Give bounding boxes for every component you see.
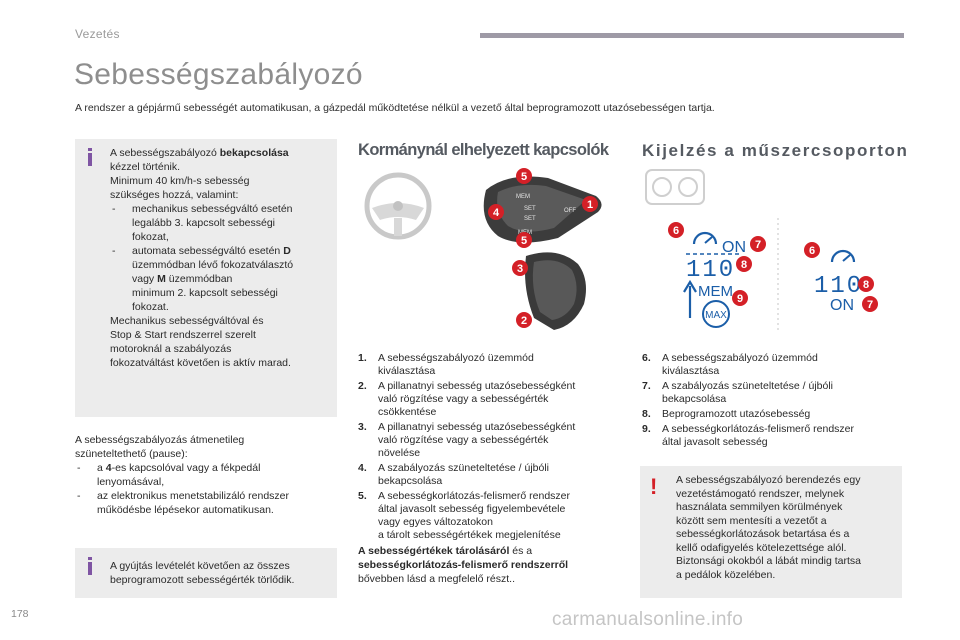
svg-text:2: 2 — [521, 315, 527, 327]
instrument-display-illustration: ON 110 MEM MAX 110 ON 6 7 8 9 6 8 7 — [645, 169, 878, 330]
memory-text: A gyújtás levételét követően az összes b… — [110, 560, 295, 586]
svg-text:7: 7 — [867, 299, 873, 311]
steering-list-item: 5. A sebességkorlátozás-felismerő rendsz… — [358, 490, 571, 541]
activation-bold: bekapcsolása — [219, 147, 289, 159]
marker-7-right: 7 — [862, 296, 878, 312]
svg-text:3: 3 — [517, 263, 523, 275]
max-indicator: MAX — [702, 300, 730, 328]
marker-7-left: 7 — [750, 236, 766, 252]
page-number: 178 — [11, 608, 29, 620]
info-icon — [88, 153, 92, 166]
svg-text:4: 4 — [493, 207, 500, 219]
intro-text: A rendszer a gépjármű sebességét automat… — [75, 102, 715, 114]
info-icon — [88, 562, 92, 575]
marker-8-right: 8 — [858, 276, 874, 292]
activation-conditions: - mechanikus sebességváltó esetén legalá… — [110, 202, 332, 314]
activation-line: Stop & Start rendszerrel szerelt — [110, 329, 256, 341]
marker-6-right: 6 — [804, 242, 820, 258]
cruise-control-stalk: MEM SET SET MEM OFF — [483, 176, 602, 243]
speed-readout: 110 — [814, 273, 863, 300]
display-list-item: 7. A szabályozás szüneteltetése / újbóli… — [642, 380, 834, 405]
pause-item: - az elektronikus menetstabilizáló rends… — [77, 490, 290, 516]
marker-8-left: 8 — [736, 256, 752, 272]
header-rule — [480, 33, 904, 38]
cruise-control-stalk-side — [525, 252, 586, 330]
activation-line: motoroknál a szabályozás — [110, 343, 232, 355]
activation-line: fokozatváltást követően is aktív marad. — [110, 357, 291, 369]
watermark: carmanualsonline.info — [552, 609, 744, 630]
svg-text:5: 5 — [521, 171, 527, 183]
info-icon-dot — [88, 148, 92, 151]
cruise-gauge-icon — [830, 249, 856, 263]
svg-text:5: 5 — [521, 235, 527, 247]
steering-wheel-icon — [364, 172, 432, 240]
instrument-cluster-icon — [645, 169, 705, 205]
activation-info-box — [75, 139, 337, 417]
marker-4: 4 — [488, 204, 504, 220]
steering-footer: A sebességértékek tárolásáról és a sebes… — [358, 545, 569, 585]
info-icon-dot — [88, 557, 92, 560]
warning-box — [640, 466, 902, 598]
svg-text:9: 9 — [737, 293, 743, 305]
steering-list-item: 2. A pillanatnyi sebesség utazósebességk… — [358, 380, 576, 418]
display-heading: Kijelzés a műszercsoporton — [642, 141, 909, 160]
memory-info-box — [75, 548, 337, 598]
cruise-gauge-icon — [692, 231, 718, 245]
warning-text: A sebességszabályozó berendezés egy veze… — [676, 474, 862, 581]
stalk-label: MEM — [516, 194, 530, 200]
stalk-label: SET — [524, 216, 536, 222]
activation-line: kézzel történik. — [110, 161, 181, 173]
svg-text:7: 7 — [755, 239, 761, 251]
activation-line: Mechanikus sebességváltóval és — [110, 315, 264, 327]
activation-line: Minimum 40 km/h-s sebesség — [110, 175, 250, 187]
marker-5-top: 5 — [516, 168, 532, 184]
condition-item: - mechanikus sebességváltó esetén legalá… — [112, 203, 293, 243]
pause-item: - a 4-es kapcsolóval vagy a fékpedál len… — [77, 462, 261, 488]
mem-indicator: MEM — [698, 283, 733, 300]
svg-text:8: 8 — [741, 259, 747, 271]
display-list-item: 9. A sebességkorlátozás-felismerő rendsz… — [642, 423, 855, 448]
svg-text:1: 1 — [587, 199, 593, 211]
section-label: Vezetés — [75, 27, 120, 41]
speed-readout: 110 — [686, 257, 735, 284]
condition-item: - automata sebességváltó esetén D üzemmó… — [112, 245, 294, 313]
on-indicator: ON — [830, 297, 854, 314]
pause-text: A sebességszabályozás átmenetileg szünet… — [75, 433, 337, 517]
steering-list-item: 3. A pillanatnyi sebesség utazósebességk… — [358, 421, 576, 459]
on-indicator: ON — [722, 239, 746, 256]
svg-text:8: 8 — [863, 279, 869, 291]
warning-icon: ! — [650, 474, 658, 499]
activation-line: szükséges hozzá, valamint: — [110, 189, 239, 201]
steering-list-item: 4. A szabályozás szüneteltetése / újbóli… — [358, 462, 550, 487]
activation-text: A sebességszabályozó bekapcsolása kézzel… — [110, 146, 332, 370]
stalk-label: OFF — [564, 208, 576, 214]
activation-line: A sebességszabályozó — [110, 147, 220, 159]
steering-controls-illustration: MEM SET SET MEM OFF 5 4 5 1 3 2 — [364, 168, 602, 330]
page-title: Sebességszabályozó — [74, 58, 363, 91]
marker-2: 2 — [516, 312, 532, 328]
steering-heading: Kormánynál elhelyezett kapcsolók — [358, 141, 609, 159]
display-list-item: 8. Beprogramozott utazósebesség — [642, 408, 811, 420]
svg-text:6: 6 — [809, 245, 815, 257]
marker-3: 3 — [512, 260, 528, 276]
marker-1: 1 — [582, 196, 598, 212]
marker-9: 9 — [732, 290, 748, 306]
svg-text:6: 6 — [673, 225, 679, 237]
stalk-label: SET — [524, 206, 536, 212]
svg-text:MAX: MAX — [705, 310, 727, 321]
marker-6-left: 6 — [668, 222, 684, 238]
pause-conditions: - a 4-es kapcsolóval vagy a fékpedál len… — [75, 461, 337, 517]
marker-5-bottom: 5 — [516, 232, 532, 248]
